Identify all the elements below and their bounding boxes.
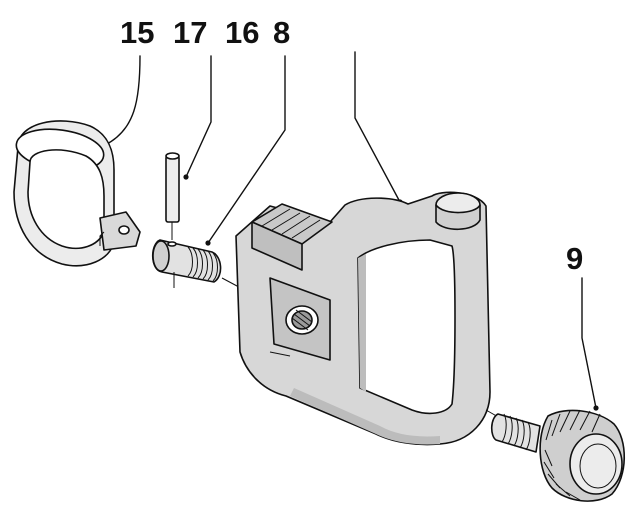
- leader-lines: [102, 51, 599, 411]
- label-part-17: 17: [173, 15, 207, 50]
- label-part-16: 16: [225, 15, 259, 50]
- label-part-8: 8: [273, 15, 290, 50]
- threaded-pin-part: [151, 239, 222, 288]
- pin-part: [165, 152, 180, 240]
- label-part-15: 15: [120, 15, 154, 50]
- clamp-band-part: [13, 120, 141, 267]
- leader-dot-9: [593, 405, 599, 411]
- leader-line-handle: [354, 51, 401, 203]
- leader-dot-17: [183, 174, 189, 180]
- leader-line-17: [185, 55, 212, 178]
- handle-part: [235, 191, 491, 446]
- label-part-9: 9: [566, 241, 583, 276]
- leader-line-8: [207, 55, 286, 244]
- leader-line-9: [581, 277, 597, 409]
- leader-dot-8: [205, 240, 211, 246]
- leader-line-15: [104, 55, 141, 146]
- knob-part: [490, 409, 626, 502]
